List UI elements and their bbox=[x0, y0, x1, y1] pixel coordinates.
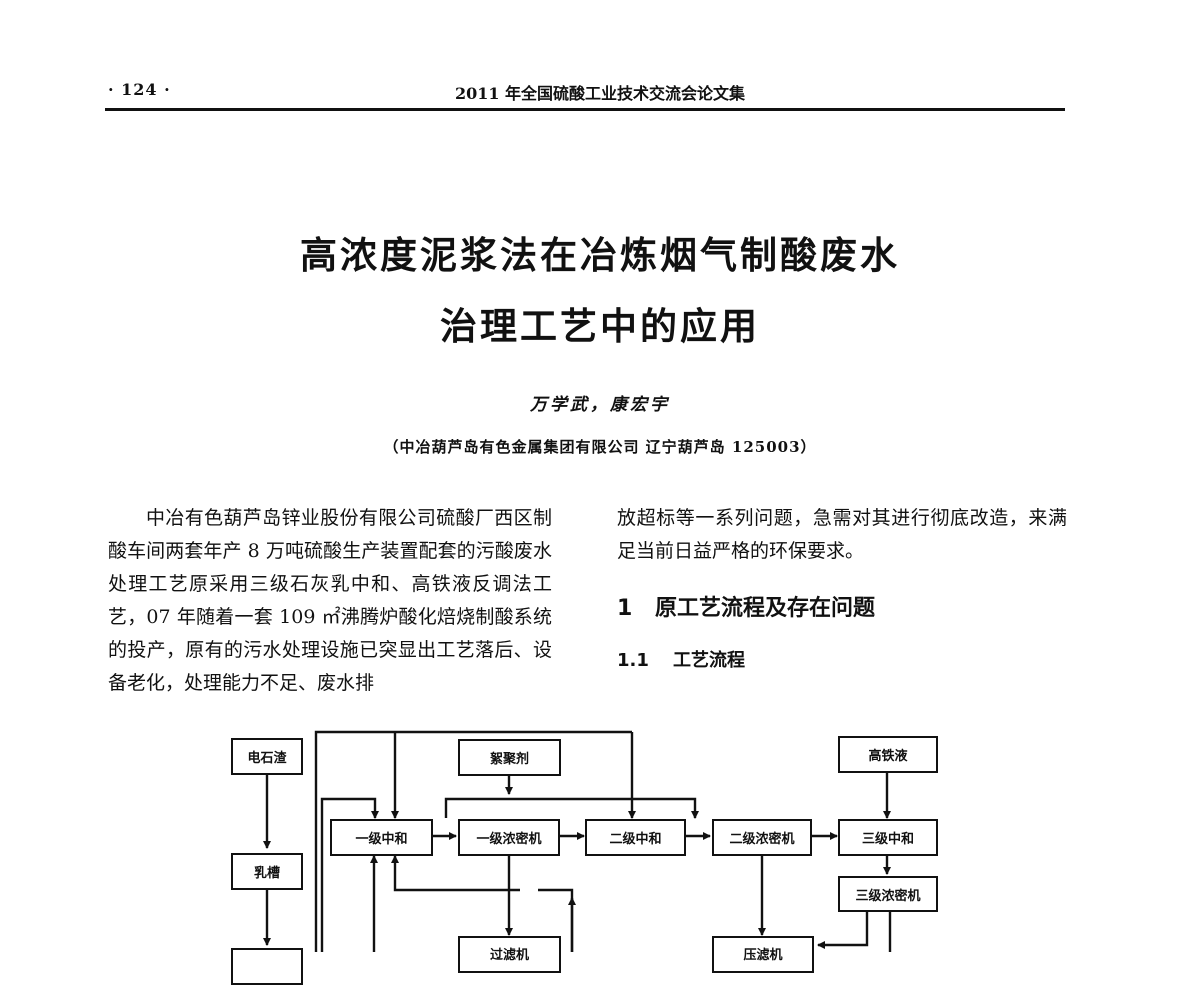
box-filter-press: 压滤机 bbox=[712, 936, 814, 973]
box-carbide-slag: 电石渣 bbox=[231, 738, 303, 775]
body-right-column: 放超标等一系列问题，急需对其进行彻底改造，来满足当前日益严格的环保要求。 bbox=[617, 502, 1067, 568]
paper-title-line1: 高浓度泥浆法在冶炼烟气制酸废水 bbox=[300, 234, 900, 277]
box-lime-tank: 乳槽 bbox=[231, 853, 303, 890]
box-stage1-thickener: 一级浓密机 bbox=[458, 819, 560, 856]
section-heading-1-1: 1.1 工艺流程 bbox=[617, 646, 745, 672]
box-stage2-thickener: 二级浓密机 bbox=[712, 819, 812, 856]
box-stage3-thickener: 三级浓密机 bbox=[838, 876, 938, 912]
journal-title: 2011 年全国硫酸工业技术交流会论文集 bbox=[454, 84, 746, 103]
paper-title-line2: 治理工艺中的应用 bbox=[440, 305, 760, 348]
subsection-number: 1.1 bbox=[617, 650, 649, 671]
section-number: 1 bbox=[617, 596, 633, 621]
intro-paragraph: 中冶有色葫芦岛锌业股份有限公司硫酸厂西区制酸车间两套年产 8 万吨硫酸生产装置配… bbox=[108, 507, 552, 694]
page-number: · 124 · bbox=[108, 80, 171, 99]
body-left-column: 中冶有色葫芦岛锌业股份有限公司硫酸厂西区制酸车间两套年产 8 万吨硫酸生产装置配… bbox=[108, 502, 552, 700]
process-flowchart: 电石渣 乳槽 絮聚剂 高铁液 一级中和 一级浓密机 二级中和 二级浓密机 三级中… bbox=[231, 730, 938, 985]
paper-authors: 万学武，康宏宇 bbox=[530, 395, 670, 415]
box-stage3-neutralization: 三级中和 bbox=[838, 819, 938, 856]
box-high-iron-liquid: 高铁液 bbox=[838, 736, 938, 773]
header-rule bbox=[105, 108, 1065, 111]
box-filter: 过滤机 bbox=[458, 936, 561, 973]
section-title: 原工艺流程及存在问题 bbox=[655, 596, 876, 621]
box-stage1-neutralization: 一级中和 bbox=[330, 819, 433, 856]
box-stage2-neutralization: 二级中和 bbox=[585, 819, 686, 856]
box-left-bottom-cutoff bbox=[231, 948, 303, 985]
box-flocculant: 絮聚剂 bbox=[458, 739, 561, 776]
subsection-title: 工艺流程 bbox=[673, 650, 745, 671]
intro-paragraph-continued: 放超标等一系列问题，急需对其进行彻底改造，来满足当前日益严格的环保要求。 bbox=[617, 507, 1067, 562]
flowchart-connectors bbox=[263, 730, 892, 952]
section-heading-1: 1 原工艺流程及存在问题 bbox=[617, 590, 875, 622]
paper-affiliation: （中冶葫芦岛有色金属集团有限公司 辽宁葫芦岛 125003） bbox=[383, 438, 817, 456]
